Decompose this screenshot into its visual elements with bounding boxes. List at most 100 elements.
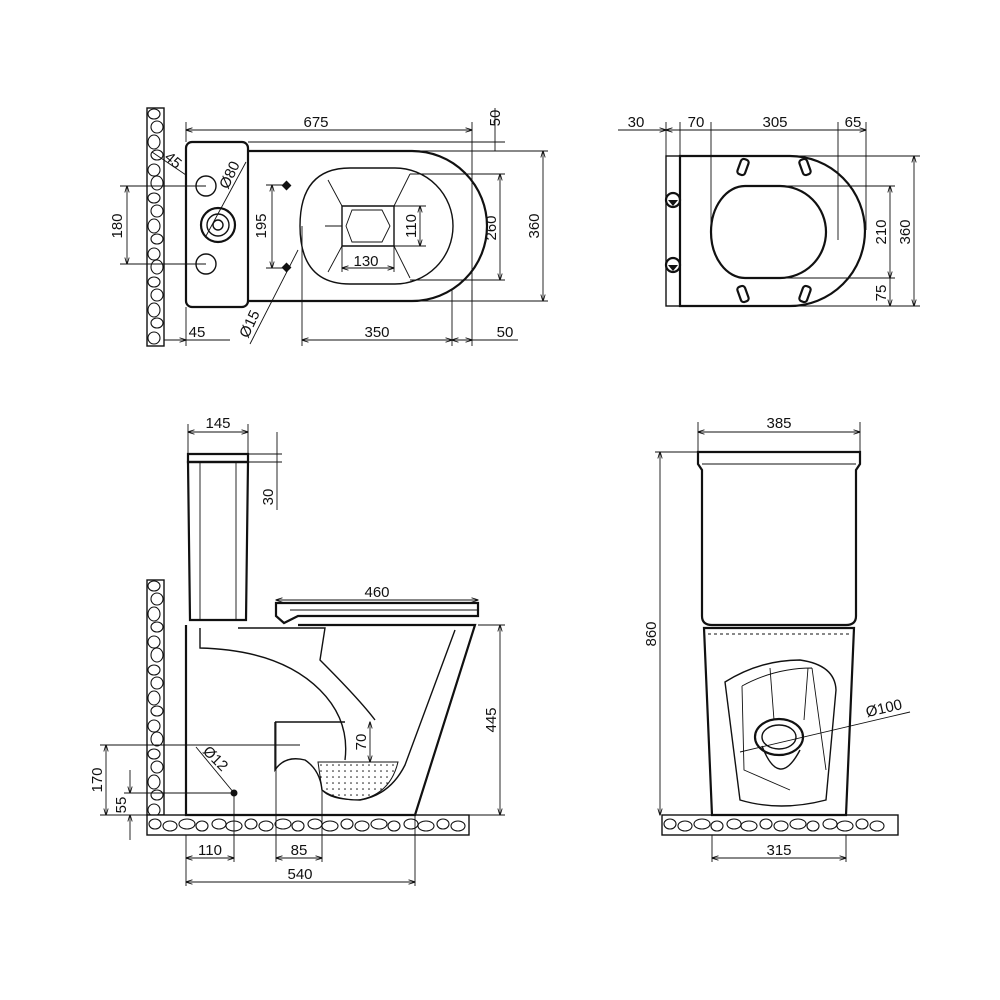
pebble [244,818,258,830]
front-dim-dia100: Ø100 [864,696,904,721]
pebble [148,818,162,830]
pebble [150,259,164,275]
front-outlet-slot [761,745,801,770]
pebble [740,820,758,832]
pebble [663,818,677,830]
pebble [258,820,274,832]
pebble [150,592,164,606]
pebble [836,820,854,832]
pebble [759,818,773,830]
front-dim-860: 860 [643,621,660,646]
bowl-top-outline [248,149,489,303]
pebble [450,820,466,832]
seat-dim-305: 305 [762,114,787,131]
pebble [147,276,161,288]
seat-side [274,601,480,625]
pebble [726,818,742,830]
seat-pad-2 [798,157,812,177]
pebble [869,820,885,832]
bowl-drain [341,205,395,247]
side-dim-145: 145 [205,415,230,432]
pebble [417,820,435,832]
pebble [147,690,161,706]
top-view: 675 50 45 Ø80 180 195 110 130 [109,107,548,347]
side-dim-445: 445 [483,707,500,732]
side-dim-460: 460 [364,584,389,601]
pebble [354,820,370,832]
dim-110-bowl: 110 [403,214,420,238]
pebble [150,760,164,774]
tank-top-outline [184,140,250,309]
seat-pad-3 [736,284,750,304]
pebble [150,676,164,690]
seat-pad-1 [736,157,750,177]
pebble [147,774,161,790]
front-view: 385 860 Ø100 315 [643,415,911,862]
tank-lid-side [186,452,250,464]
seat-dim-70: 70 [688,114,705,131]
dim-45-bottom: 45 [189,324,206,341]
pebble [147,302,161,318]
side-dim-110: 110 [198,842,222,859]
pebble [211,818,227,830]
pebble [693,818,711,830]
seat-outline [678,154,867,308]
dim-195: 195 [253,213,270,238]
pebble [710,820,724,832]
pebble [150,317,164,329]
flush-button-core [212,219,224,231]
seat-opening [709,184,828,280]
tank-side-outline [186,460,250,622]
pebble [321,820,339,832]
pebble [403,818,419,830]
pebble [150,789,164,801]
tank-front-outline [696,450,862,627]
dim-260: 260 [483,215,500,240]
pebble [150,233,164,245]
pebble [274,818,292,830]
dim-130: 130 [353,253,378,270]
pebble [162,820,178,832]
pebble [677,820,693,832]
pebble [150,705,164,717]
front-outlet-inner [761,724,797,750]
pebble [150,175,164,191]
side-wall-pebbles [147,580,164,817]
trap-channel [199,627,376,761]
pebble [150,621,164,633]
seat-dim-65: 65 [845,114,862,131]
pebble [370,818,388,830]
pebble [147,719,161,733]
front-floor-pebbles [663,818,885,832]
pebble [147,580,161,592]
pebble [855,818,869,830]
pebble [147,635,161,649]
dim-675: 675 [303,114,328,131]
side-dim-30: 30 [260,489,277,506]
pebble [178,818,196,830]
bowl-inner-rim [299,167,454,285]
front-trap-outer [724,659,837,807]
dim-dia15: Ø15 [236,308,263,341]
pebble [150,204,164,218]
bowl-inner-facets [325,173,411,279]
pebble [147,163,161,177]
side-dim-dia12: Ø12 [199,743,231,775]
pebble [147,606,161,622]
pebble [147,664,161,676]
hinge-lower [664,256,682,274]
fixing-point-lower [281,262,292,273]
side-dim-540: 540 [287,866,312,883]
pebble [291,820,305,832]
pebble [150,731,164,747]
dim-50-top: 50 [487,110,504,127]
bowl-front-outline [702,626,856,817]
front-dim-315: 315 [766,842,791,859]
pebble [147,247,161,261]
pebble [147,748,161,760]
dim-360-top: 360 [526,213,543,238]
pebble [150,288,164,302]
side-dim-170: 170 [89,767,106,792]
bowl-drain-inner [345,209,391,243]
